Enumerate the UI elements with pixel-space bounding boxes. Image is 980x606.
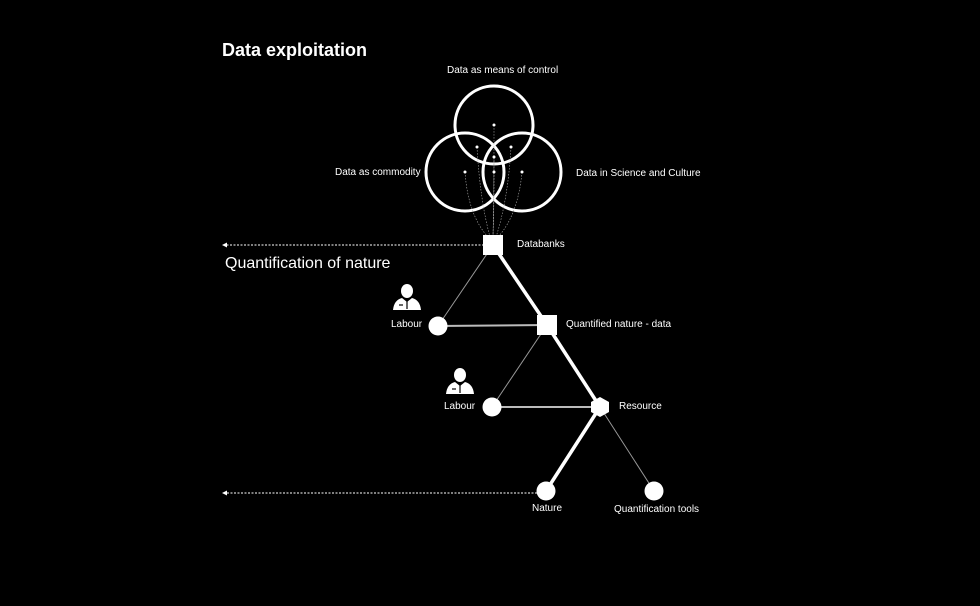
node-quantified-nature [537,315,557,335]
venn-label-top: Data as means of control [447,65,559,76]
venn-label-left: Data as commodity [335,167,421,178]
label-databanks: Databanks [517,239,565,250]
person-icon [446,368,474,394]
label-resource: Resource [619,401,662,412]
label-nature: Nature [532,503,563,514]
label-labour-1: Labour [391,319,423,330]
label-labour-2: Labour [444,401,476,412]
node-quantification-tools [644,481,664,501]
thin-edges [437,244,655,492]
person-icon [393,284,421,310]
label-quantification-tools: Quantification tools [614,504,700,515]
diagram-title: Data exploitation [222,40,368,60]
section-label: Quantification of nature [225,255,391,272]
node-labour-1 [428,316,448,336]
node-nature [536,481,556,501]
venn-circle-science [481,131,563,213]
node-resource [591,397,609,417]
arrowhead-icon [222,242,227,248]
venn-label-right: Data in Science and Culture [576,168,701,179]
node-labour-2 [482,397,502,417]
thick-edges [491,244,602,492]
label-quantified-nature: Quantified nature - data [566,319,672,330]
venn-circle-commodity [424,131,506,213]
arrows [226,244,537,494]
medium-edges [437,324,600,408]
venn-connectors [464,124,523,238]
node-databanks [483,235,503,255]
venn-dots [463,123,524,174]
arrowhead-icon [222,490,227,496]
